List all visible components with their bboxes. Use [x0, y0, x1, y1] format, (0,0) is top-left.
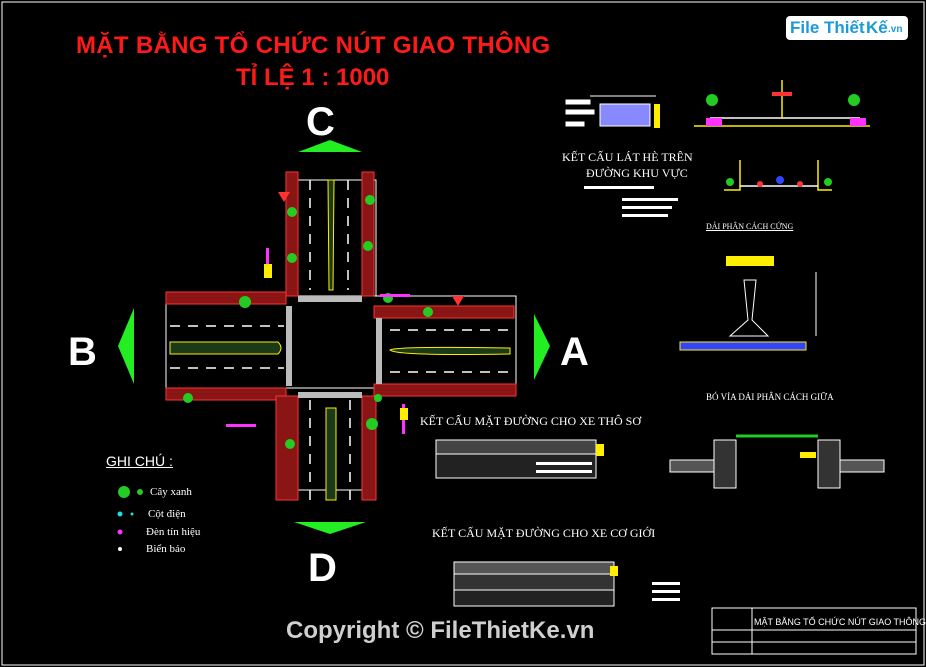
logo-part-file: File: [790, 18, 820, 37]
legend-sign-icon: [118, 547, 122, 551]
detail-sidewalk-title-2: ĐƯỜNG KHU VỰC: [586, 166, 688, 180]
detail-curb: [669, 434, 885, 489]
arrow-west-icon: [118, 308, 134, 384]
scale-label: TỈ LỆ 1 : 1000: [236, 64, 390, 91]
arrow-south-icon: [294, 522, 366, 534]
sidewalk-ne-horizontal: [373, 305, 515, 319]
legend-symbols: [117, 486, 143, 551]
sidewalk-ne-vertical: [361, 171, 375, 297]
detail-hard-divider-title: DẢI PHÂN CÁCH CỨNG: [706, 222, 794, 231]
arrow-north-icon: [298, 140, 362, 152]
logo-part-vn: .vn: [888, 24, 903, 35]
copyright-watermark: Copyright © FileThietKe.vn: [286, 617, 595, 644]
detail-rudimentary-road: [435, 439, 604, 479]
traffic-signals: [226, 248, 410, 434]
sidewalk-nw-vertical: [285, 171, 299, 297]
arrow-east-icon: [534, 314, 550, 380]
detail-cross-section-middle: [724, 160, 832, 191]
page-title: MẶT BẰNG TỔ CHỨC NÚT GIAO THÔNG: [76, 32, 551, 59]
direction-north-label: C: [306, 100, 335, 144]
detail-motor-road-title: KẾT CẤU MẶT ĐƯỜNG CHO XE CƠ GIỚI: [432, 526, 656, 540]
sidewalk-nw-horizontal: [165, 291, 287, 305]
logo-mark-icon: [786, 16, 908, 40]
legend-heading: GHI CHÚ :: [106, 453, 173, 469]
legend-item-signal: Đèn tín hiệu: [146, 526, 201, 538]
legend-tree-icon: [118, 486, 130, 498]
detail-sidewalk-table: [584, 186, 678, 217]
legend-pole-icon: [117, 511, 123, 517]
legend-item-tree: Cây xanh: [150, 486, 192, 498]
logo-part-thiet: Thiết: [824, 18, 865, 37]
crosswalks: [286, 296, 382, 398]
direction-south-label: D: [308, 546, 337, 590]
filethietke-logo: File Thiết Kế .vn: [786, 14, 910, 42]
warning-signs: [278, 192, 464, 306]
legend-signal-icon: [117, 529, 123, 535]
trees: [183, 195, 433, 449]
detail-motor-road: [453, 561, 680, 607]
sidewalk-se-horizontal: [373, 383, 517, 397]
detail-sidewalk-title-1: KẾT CẤU LÁT HÈ TRÊN: [562, 150, 693, 164]
detail-hard-divider: [679, 256, 817, 351]
title-block: [711, 607, 917, 655]
sidewalk-sw-horizontal: [165, 387, 287, 401]
detail-curb-title: BÓ VỈA DẢI PHÂN CÁCH GIỮA: [706, 392, 834, 402]
legend-item-sign: Biển báo: [146, 543, 186, 555]
logo-part-ke: Kế: [866, 18, 888, 37]
lane-markings: [170, 180, 512, 500]
detail-sidewalk-structure: [565, 95, 660, 128]
direction-east-label: A: [560, 330, 589, 374]
medians: [169, 179, 511, 501]
direction-west-label: B: [68, 330, 97, 374]
sidewalk-se-vertical: [361, 395, 377, 501]
detail-rudimentary-road-title: KẾT CẤU MẶT ĐƯỜNG CHO XE THÔ SƠ: [420, 414, 641, 428]
title-block-name: MẶT BẰNG TỔ CHỨC NÚT GIAO THÔNG: [754, 617, 926, 627]
detail-cross-section-top: [694, 80, 870, 127]
direction-arrows: [118, 140, 550, 534]
legend-item-pole: Cột điện: [148, 508, 186, 520]
